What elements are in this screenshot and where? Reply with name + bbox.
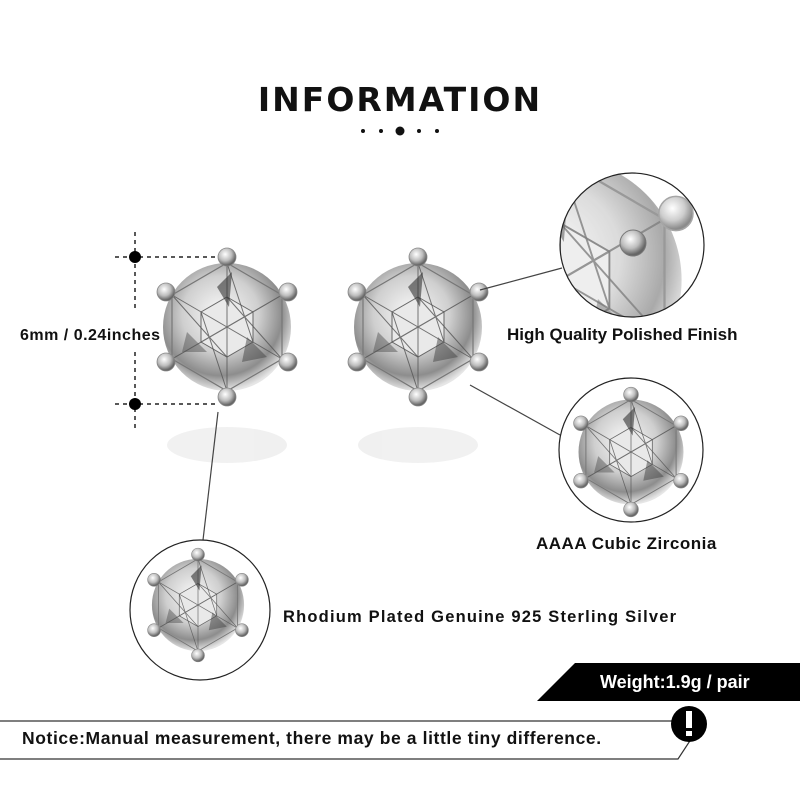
exclamation-icon <box>671 706 707 742</box>
dimension-dot-top <box>129 251 141 263</box>
weight-banner <box>537 663 800 701</box>
leader-lines <box>202 267 563 541</box>
earring-left <box>156 247 298 407</box>
dimension-label: 6mm / 0.24inches <box>20 327 161 344</box>
notice-text: Notice:Manual measurement, there may be … <box>22 728 602 748</box>
dimension-dot-bottom <box>129 398 141 410</box>
feature-label-zirconia: AAAA Cubic Zirconia <box>536 534 717 553</box>
title-divider-dots <box>361 126 439 136</box>
feature-label-silver: Rhodium Plated Genuine 925 Sterling Silv… <box>283 608 678 626</box>
detail-circle-polished <box>559 172 705 318</box>
page-title: INFORMATION <box>257 80 543 119</box>
detail-circle-silver <box>129 539 271 681</box>
feature-label-polished: High Quality Polished Finish <box>507 325 738 344</box>
earring-right <box>347 247 489 407</box>
weight-label: Weight:1.9g / pair <box>600 672 750 692</box>
detail-circle-zirconia <box>558 377 704 523</box>
